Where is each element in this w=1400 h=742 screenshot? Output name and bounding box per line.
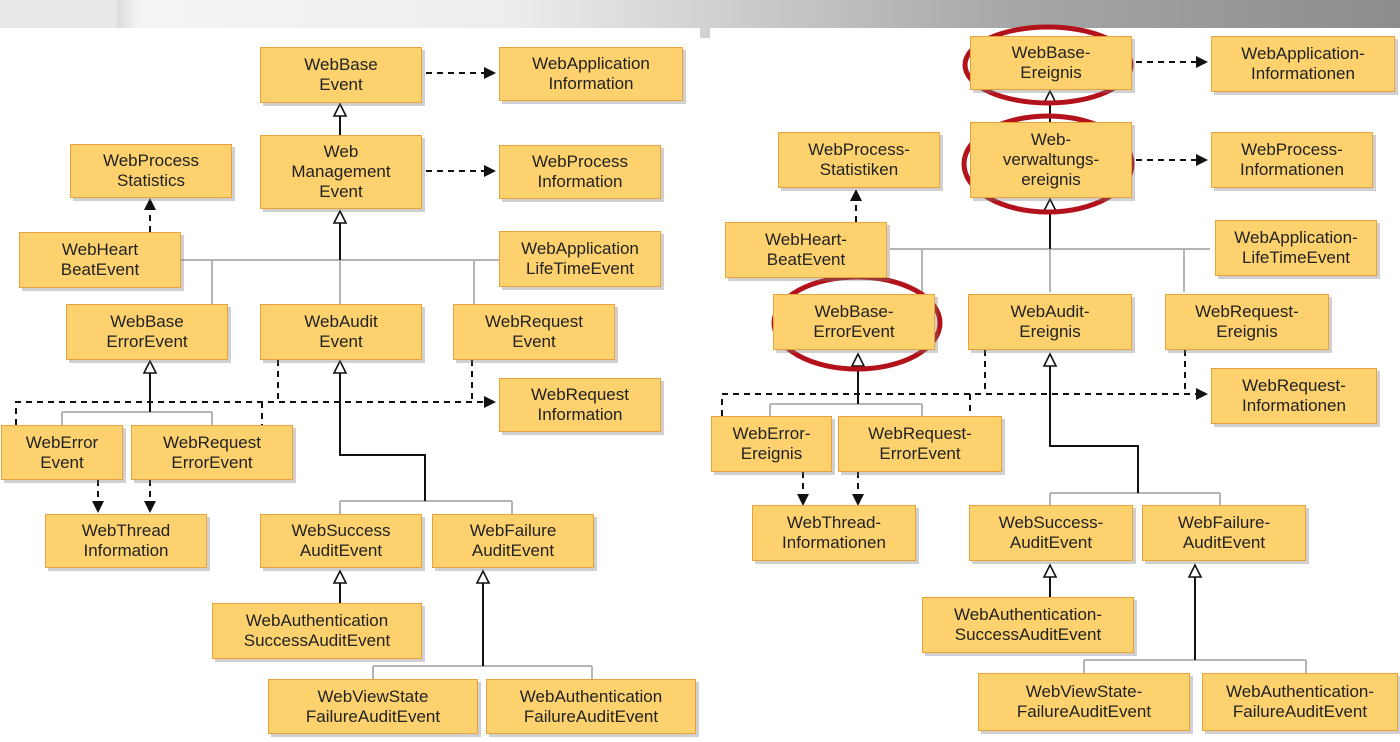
web-request-informationen-box: WebRequest- Informationen	[1211, 368, 1377, 424]
web-process-statistics-box: WebProcess Statistics	[70, 144, 232, 198]
web-failure-audit-event-de-box: WebFailure- AuditEvent	[1142, 505, 1306, 561]
web-application-lifetime-event-box: WebApplication LifeTimeEvent	[499, 231, 661, 287]
web-request-error-event-de-box: WebRequest- ErrorEvent	[838, 416, 1002, 472]
diagram-english: WebBase Event WebApplication Information…	[0, 28, 700, 742]
web-error-ereignis-box: WebError- Ereignis	[711, 416, 832, 472]
diagram-german: WebBase- Ereignis WebApplication- Inform…	[710, 24, 1400, 742]
web-application-informationen-box: WebApplication- Informationen	[1211, 36, 1395, 92]
diagram-english-connectors	[15, 67, 593, 679]
web-process-informationen-box: WebProcess- Informationen	[1211, 132, 1373, 188]
web-success-audit-event-box: WebSuccess AuditEvent	[260, 514, 422, 568]
web-process-statistiken-box: WebProcess- Statistiken	[778, 132, 940, 188]
web-application-lifetime-event-de-box: WebApplication- LifeTimeEvent	[1215, 220, 1377, 276]
web-success-audit-event-de-box: WebSuccess- AuditEvent	[969, 505, 1133, 561]
web-error-event-box: WebError Event	[1, 425, 123, 480]
web-base-error-event-box: WebBase ErrorEvent	[66, 304, 228, 360]
web-authentication-success-audit-event-box: WebAuthentication SuccessAuditEvent	[212, 603, 422, 659]
web-base-error-event-de-box: WebBase- ErrorEvent	[773, 294, 935, 350]
web-heartbeat-event-de-box: WebHeart- BeatEvent	[725, 222, 887, 278]
web-thread-informationen-box: WebThread- Informationen	[752, 505, 916, 561]
web-authentication-failure-audit-event-box: WebAuthentication FailureAuditEvent	[486, 679, 696, 734]
highlight-ring-web-verwaltungsereignis	[961, 113, 1135, 215]
web-audit-ereignis-box: WebAudit- Ereignis	[968, 294, 1132, 350]
web-authentication-success-audit-event-de-box: WebAuthentication- SuccessAuditEvent	[922, 597, 1134, 653]
web-application-information-box: WebApplication Information	[499, 47, 683, 101]
web-management-event-box: Web Management Event	[260, 135, 422, 209]
web-request-event-box: WebRequest Event	[453, 304, 615, 360]
web-viewstate-failure-audit-event-box: WebViewState FailureAuditEvent	[268, 679, 478, 734]
web-request-error-event-box: WebRequest ErrorEvent	[131, 425, 293, 480]
web-request-information-box: WebRequest Information	[499, 378, 661, 432]
web-thread-information-box: WebThread Information	[45, 514, 207, 568]
web-process-information-box: WebProcess Information	[499, 145, 661, 199]
web-heartbeat-event-box: WebHeart BeatEvent	[19, 232, 181, 288]
web-base-event-box: WebBase Event	[260, 47, 422, 103]
web-base-ereignis-box: WebBase- Ereignis	[970, 36, 1132, 90]
web-authentication-failure-audit-event-de-box: WebAuthentication- FailureAuditEvent	[1202, 673, 1398, 731]
web-verwaltungsereignis-box: Web- verwaltungs- ereignis	[970, 122, 1132, 198]
web-request-ereignis-box: WebRequest- Ereignis	[1165, 294, 1329, 350]
web-audit-event-box: WebAudit Event	[260, 304, 422, 360]
web-failure-audit-event-box: WebFailure AuditEvent	[432, 514, 594, 568]
web-viewstate-failure-audit-event-de-box: WebViewState- FailureAuditEvent	[978, 673, 1190, 731]
